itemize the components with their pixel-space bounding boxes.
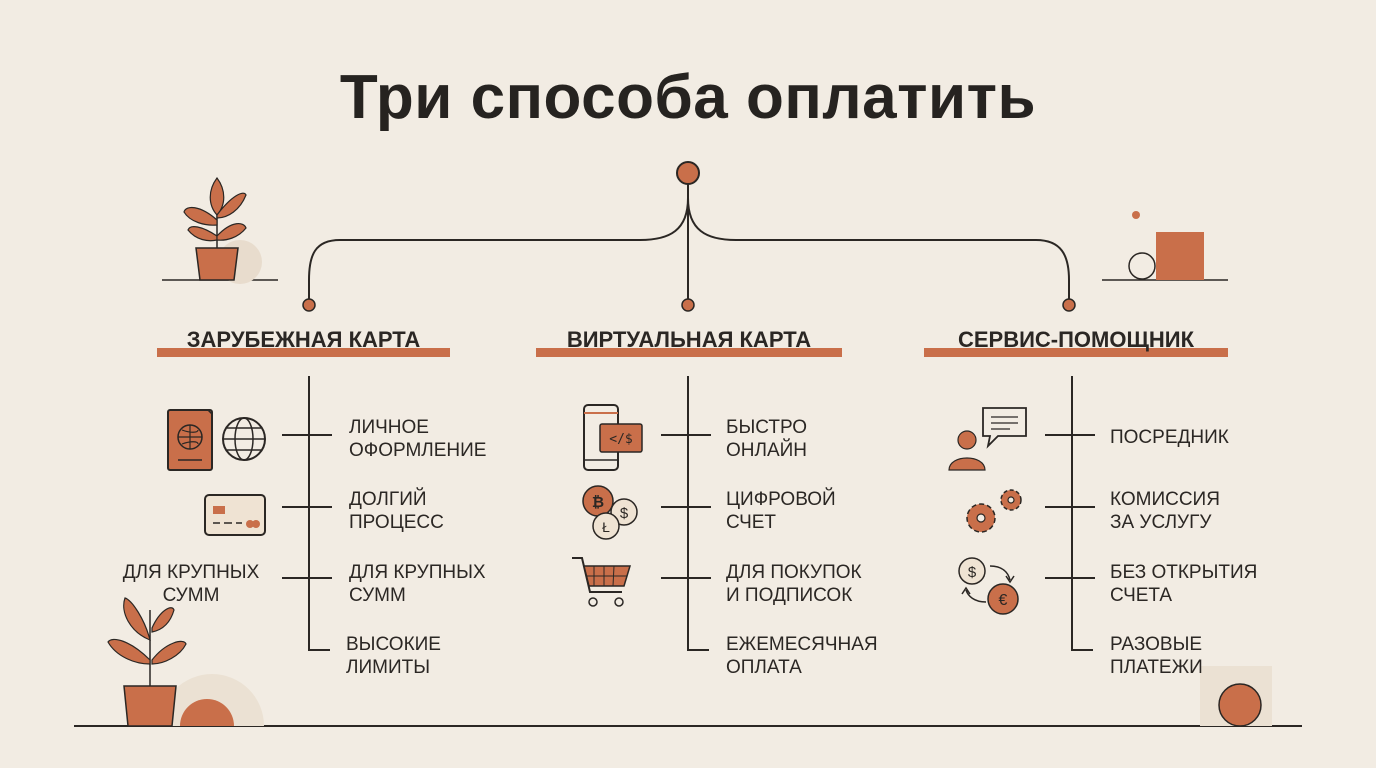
- list-item: ПОСРЕДНИК: [1110, 427, 1229, 448]
- branch-node-right: [1062, 298, 1076, 312]
- list-item: БЕЗ ОТКРЫТИЯ СЧЕТА: [1110, 562, 1258, 606]
- column-title-virtual-card: ВИРТУАЛЬНАЯ КАРТА: [536, 322, 842, 362]
- svg-text:€: €: [999, 592, 1008, 609]
- svg-text:₿: ₿: [592, 494, 604, 511]
- list-item: ДЛЯ КРУПНЫХ СУММ: [349, 562, 486, 606]
- list-item: ЛИЧНОЕ ОФОРМЛЕНИЕ: [349, 417, 487, 461]
- title-underline: [157, 348, 450, 357]
- root-node: [676, 161, 700, 185]
- list-item: ЦИФРОВОЙ СЧЕТ: [726, 489, 836, 533]
- list-item: ЕЖЕМЕСЯЧНАЯ ОПЛАТА: [726, 634, 878, 678]
- svg-text:</$: </$: [609, 432, 633, 447]
- side-label: ДЛЯ КРУПНЫХ СУММ: [122, 562, 260, 606]
- branch-node-left: [302, 298, 316, 312]
- person-chat-icon: [948, 407, 1027, 471]
- column-spine-1: [282, 376, 332, 651]
- tree-branch-left: [308, 197, 689, 300]
- title-underline: [924, 348, 1228, 357]
- list-item: ВЫСОКИЕ ЛИМИТЫ: [346, 634, 441, 678]
- list-item: ДОЛГИЙ ПРОЦЕСС: [349, 489, 444, 533]
- column-spine-2: [661, 376, 711, 651]
- page-title: Три способа оплатить: [339, 63, 1037, 132]
- crypto-coins-icon: ₿ $ Ł: [582, 485, 638, 540]
- column-spine-3: [1045, 376, 1095, 651]
- passport-icon: [167, 409, 213, 471]
- shelf-objects-icon: [1102, 211, 1228, 281]
- column-title-text: ЗАРУБЕЖНАЯ КАРТА: [186, 327, 421, 352]
- svg-text:$: $: [620, 505, 629, 522]
- plant-icon: [107, 597, 264, 727]
- column-title-text: ВИРТУАЛЬНАЯ КАРТА: [566, 327, 812, 352]
- list-item: КОМИССИЯ ЗА УСЛУГУ: [1110, 489, 1220, 533]
- column-title-foreign-card: ЗАРУБЕЖНАЯ КАРТА: [157, 322, 450, 362]
- column-title-text: СЕРВИС-ПОМОЩНИК: [957, 327, 1195, 352]
- title-underline: [536, 348, 842, 357]
- svg-text:$: $: [968, 564, 977, 581]
- list-item: ДЛЯ ПОКУПОК И ПОДПИСОК: [726, 562, 862, 606]
- list-item: РАЗОВЫЕ ПЛАТЕЖИ: [1110, 634, 1203, 678]
- tree-branch-right: [687, 197, 1070, 300]
- list-item: БЫСТРО ОНЛАЙН: [726, 417, 808, 461]
- plant-icon: [162, 176, 278, 284]
- currency-exchange-icon: $ €: [958, 557, 1019, 615]
- column-title-helper-service: СЕРВИС-ПОМОЩНИК: [924, 322, 1228, 362]
- shopping-cart-icon: [572, 557, 632, 607]
- branch-node-center: [681, 298, 695, 312]
- credit-card-icon: [204, 494, 266, 536]
- ball-icon: [1200, 666, 1272, 727]
- gears-icon: [966, 489, 1022, 533]
- globe-icon: [222, 417, 266, 461]
- smartphone-code-icon: </$: [583, 404, 643, 471]
- svg-text:Ł: Ł: [602, 519, 610, 535]
